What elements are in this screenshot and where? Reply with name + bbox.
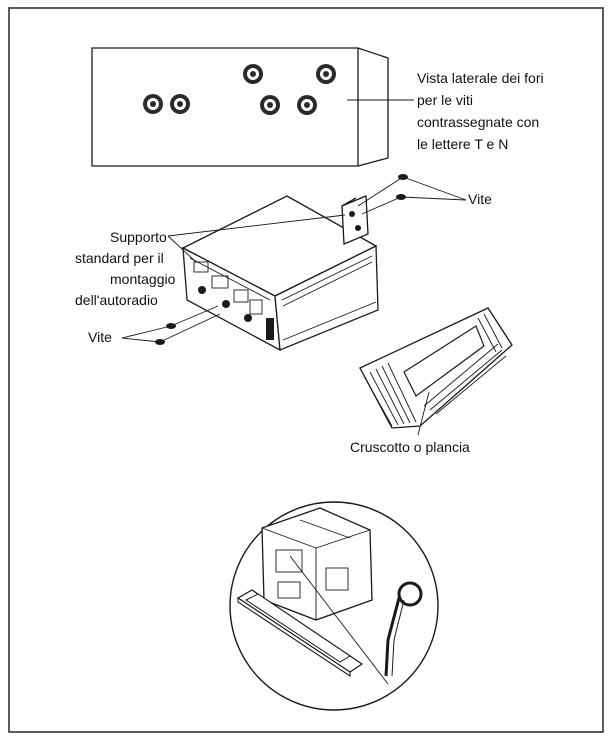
- detail-key-tool: [384, 581, 423, 677]
- bracket-label-4: dell'autoradio: [75, 292, 158, 308]
- bracket-leader-1: [167, 214, 346, 237]
- side-view-label-2: per le viti: [417, 92, 474, 108]
- hole-5: [260, 95, 280, 115]
- bracket-leader-2: [167, 235, 197, 263]
- hole-6: [297, 95, 317, 115]
- hole-2: [170, 94, 190, 114]
- screw-left-label: Vite: [88, 329, 112, 345]
- detail-diagonal: [289, 555, 389, 685]
- radio-chassis: [181, 195, 379, 352]
- detail-circle: [229, 501, 439, 711]
- screw-holes: [143, 64, 336, 115]
- screw-top-label: Vite: [468, 191, 492, 207]
- dashboard-label: Cruscotto o plancia: [350, 439, 470, 455]
- bracket-label-3: montaggio: [110, 271, 176, 287]
- left-screws: [121, 305, 221, 345]
- outer-frame: [8, 7, 604, 733]
- hole-4: [316, 64, 336, 84]
- bracket-label-1: Supporto: [110, 229, 167, 245]
- hole-1: [143, 94, 163, 114]
- hole-3: [243, 64, 263, 84]
- side-bracket: [341, 195, 369, 245]
- dashboard-panel: [359, 307, 513, 429]
- side-view-label-3: contrassegnate con: [417, 114, 540, 130]
- side-view-label-4: le lettere T e N: [417, 136, 509, 152]
- bracket-label-2: standard per il: [75, 250, 164, 266]
- side-view-label-1: Vista laterale dei fori: [417, 70, 544, 86]
- dashboard-leader: [417, 391, 430, 436]
- side-plate: [91, 47, 389, 167]
- detail-frame: [236, 589, 364, 678]
- top-screws: [357, 174, 467, 215]
- detail-sleeve: [261, 507, 373, 621]
